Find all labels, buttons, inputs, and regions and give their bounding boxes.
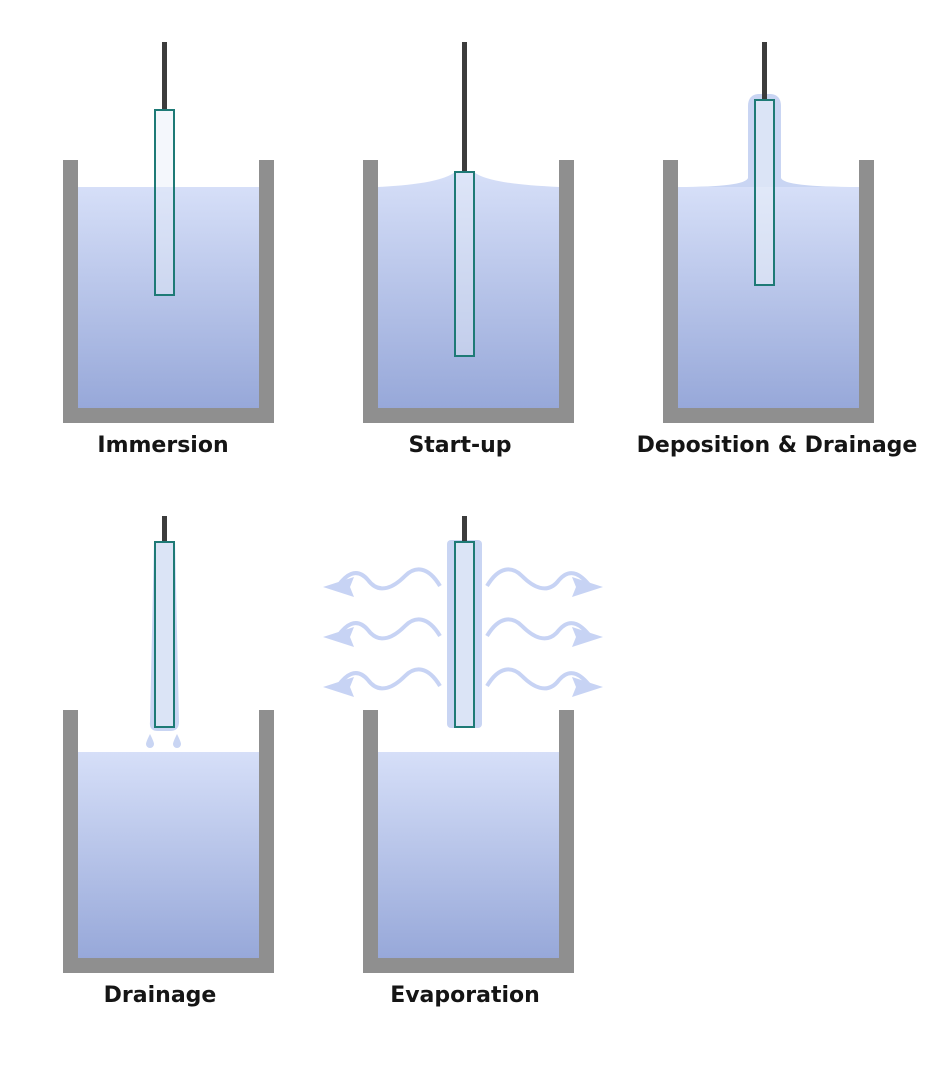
substrate bbox=[154, 109, 175, 296]
stage-evaporation: Evaporation bbox=[323, 516, 603, 1008]
liquid bbox=[378, 752, 559, 958]
substrate bbox=[754, 99, 775, 286]
liquid bbox=[78, 752, 259, 958]
vapor-arrows-right bbox=[485, 567, 592, 691]
stage-drainage: Drainage bbox=[63, 516, 274, 1008]
stage-label-evaporation: Evaporation bbox=[390, 983, 540, 1008]
substrate bbox=[454, 541, 475, 728]
stage-immersion: Immersion bbox=[63, 42, 274, 458]
vapor-wave-icon bbox=[336, 667, 442, 691]
vapor-wave-icon bbox=[336, 617, 442, 641]
arrow-right-icon bbox=[572, 677, 603, 697]
vapor-arrowheads-left bbox=[323, 577, 354, 697]
arrow-left-icon bbox=[323, 677, 354, 697]
arrow-left-icon bbox=[323, 627, 354, 647]
substrate bbox=[154, 541, 175, 728]
vapor-wave-icon bbox=[485, 567, 592, 591]
vapor-arrows-left bbox=[336, 567, 442, 691]
arrow-right-icon bbox=[572, 627, 603, 647]
arrow-left-icon bbox=[323, 577, 354, 597]
stage-start-up: Start-up bbox=[363, 42, 574, 458]
vapor-arrowheads-right bbox=[572, 577, 603, 697]
stage-label-immersion: Immersion bbox=[97, 433, 228, 458]
stage-label-start-up: Start-up bbox=[408, 433, 511, 458]
vapor-wave-icon bbox=[336, 567, 442, 591]
vapor-wave-icon bbox=[485, 667, 592, 691]
substrate bbox=[454, 171, 475, 357]
stage-deposition-drainage: Deposition & Drainage bbox=[637, 42, 918, 458]
droplet-right bbox=[173, 734, 181, 748]
liquid bbox=[378, 172, 559, 408]
arrow-right-icon bbox=[572, 577, 603, 597]
vapor-wave-icon bbox=[485, 617, 592, 641]
droplet-left bbox=[146, 734, 154, 748]
stage-label-deposition-drainage: Deposition & Drainage bbox=[637, 433, 918, 458]
stage-label-drainage: Drainage bbox=[104, 983, 217, 1008]
liquid bbox=[78, 187, 259, 408]
